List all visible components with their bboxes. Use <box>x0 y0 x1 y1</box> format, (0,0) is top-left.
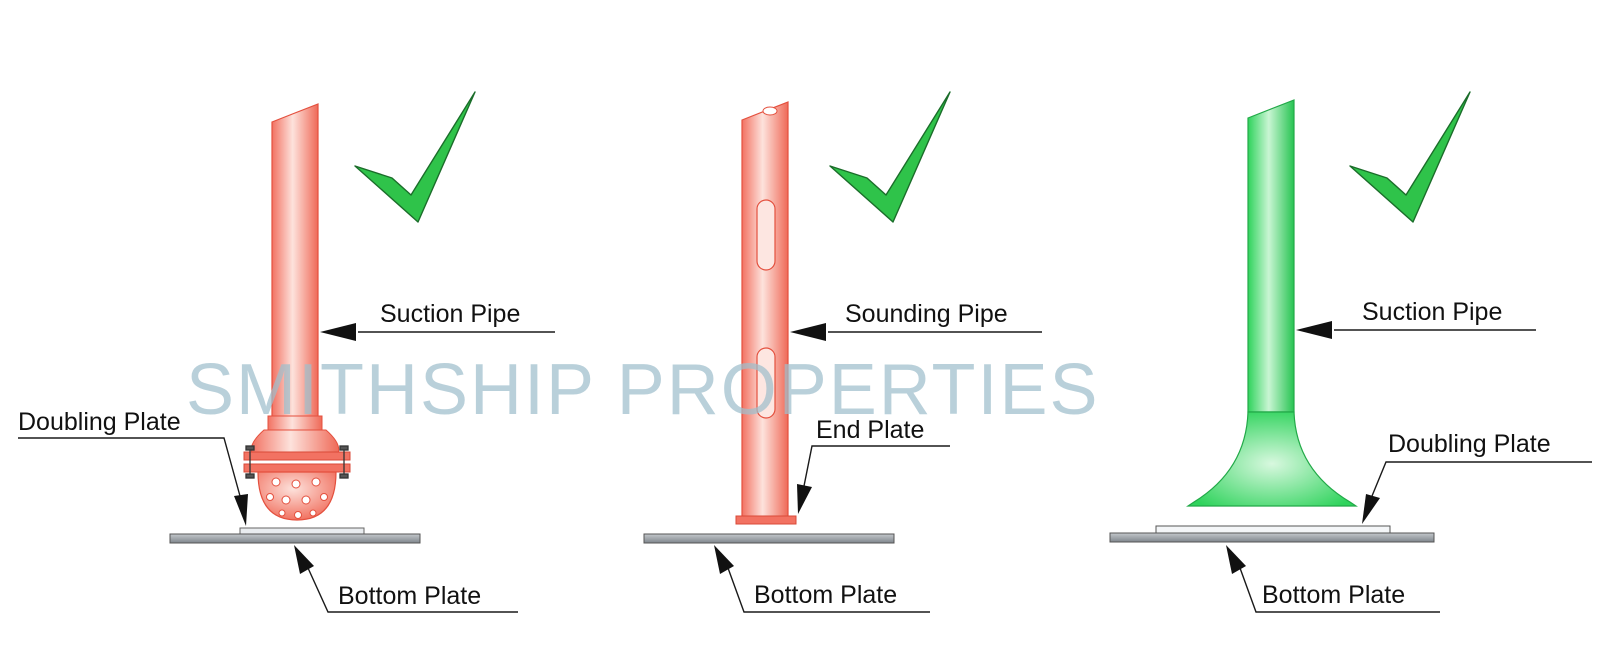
strum-box-flange-lower <box>243 463 351 473</box>
leader-doubling-plate-1 <box>18 437 241 497</box>
end-plate <box>735 515 797 525</box>
leader-bottom-plate-3 <box>1239 567 1440 613</box>
checkmark-icon <box>354 91 476 223</box>
sounding-pipe-slot-upper <box>756 199 776 271</box>
leader-bottom-plate-2 <box>727 567 930 613</box>
bottom-plate-2 <box>643 533 895 544</box>
strum-box-body <box>250 429 340 455</box>
label-sounding-pipe: Sounding Pipe <box>845 300 1008 328</box>
label-suction-pipe-3: Suction Pipe <box>1362 298 1502 326</box>
bottom-plate-1 <box>169 533 421 544</box>
arrowhead-bottom-plate-1 <box>294 545 314 574</box>
label-doubling-plate-1: Doubling Plate <box>18 408 181 436</box>
doubling-plate-1 <box>239 527 365 535</box>
checkmark-icon <box>1349 91 1471 223</box>
checkmark-icon <box>829 91 951 223</box>
label-suction-pipe-1: Suction Pipe <box>380 300 520 328</box>
arrowhead-bottom-plate-2 <box>714 545 734 574</box>
sounding-pipe-top-slot <box>762 106 778 116</box>
bottom-plate-3 <box>1109 532 1435 543</box>
watermark-text: SMITHSHIP PROPERTIES <box>186 350 1100 430</box>
strum-box-flange-upper <box>243 451 351 461</box>
bellmouth <box>1186 411 1358 507</box>
sounding-pipe-slot-lower <box>756 347 776 419</box>
arrowhead-suction-pipe-3 <box>1296 321 1332 339</box>
panel-suction-strum-box: Suction Pipe Doubling Plate Bottom Plate <box>18 91 555 613</box>
label-doubling-plate-3: Doubling Plate <box>1388 430 1551 458</box>
basket-perforations <box>266 477 328 519</box>
arrowhead-bottom-plate-3 <box>1226 545 1246 574</box>
label-bottom-plate-1: Bottom Plate <box>338 582 481 610</box>
leader-doubling-plate-3 <box>1371 461 1592 497</box>
panel-sounding-end-plate: Sounding Pipe End Plate Bottom Plate <box>643 91 1042 613</box>
arrowhead-end-plate <box>797 484 812 514</box>
arrowhead-suction-pipe-1 <box>320 323 356 341</box>
doubling-plate-3 <box>1155 525 1391 534</box>
label-bottom-plate-3: Bottom Plate <box>1262 581 1405 609</box>
panel-suction-bellmouth: Suction Pipe Doubling Plate Bottom Plate <box>1109 91 1592 613</box>
suction-pipe-3 <box>1247 99 1295 413</box>
label-bottom-plate-2: Bottom Plate <box>754 581 897 609</box>
flange-bolts <box>245 445 349 479</box>
sounding-pipe <box>741 101 789 519</box>
arrowhead-sounding-pipe <box>790 323 826 341</box>
arrowhead-doubling-plate-1 <box>234 494 248 526</box>
arrowhead-doubling-plate-3 <box>1362 494 1380 524</box>
label-end-plate: End Plate <box>816 416 924 444</box>
leader-end-plate <box>803 445 950 487</box>
leader-bottom-plate-1 <box>307 567 518 613</box>
